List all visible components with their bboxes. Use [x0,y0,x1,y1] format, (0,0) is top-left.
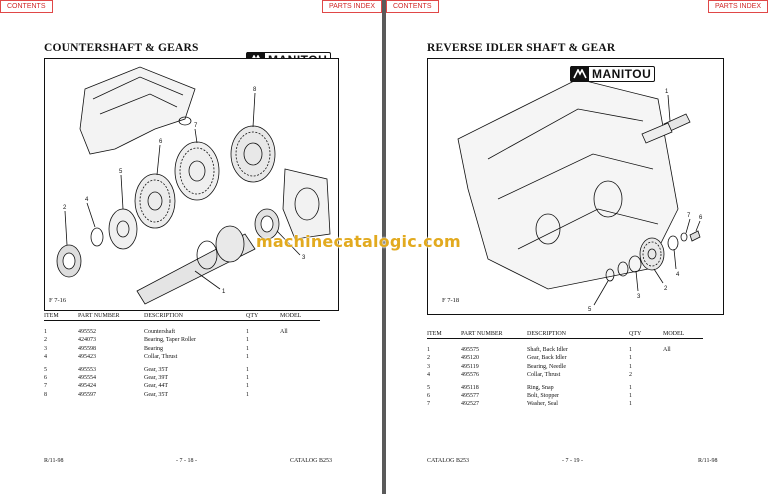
table-header: ITEM PART NUMBER DESCRIPTION QTY MODEL [44,313,320,321]
header-description: DESCRIPTION [527,331,567,337]
parts-index-button[interactable]: PARTS INDEX [321,0,382,13]
page-title: COUNTERSHAFT & GEARS [44,42,199,54]
callout-5: 5 [119,169,123,175]
parts-table: ITEM PART NUMBER DESCRIPTION QTY MODEL 1… [44,313,320,399]
footer-revision: R/11-98 [698,458,718,464]
manitou-logo-icon [571,66,589,82]
countershaft-drawing: 8 7 6 5 4 2 3 1 [56,66,331,305]
header-model: MODEL [663,331,685,337]
callout-1: 1 [665,89,669,95]
page-title: REVERSE IDLER SHAFT & GEAR [427,42,616,54]
callout-4: 4 [676,272,680,278]
header-qty: QTY [246,313,259,319]
footer-revision: R/11-98 [44,458,64,464]
header-part-number: PART NUMBER [461,331,503,337]
left-page: CONTENTS PARTS INDEX COUNTERSHAFT & GEAR… [0,0,382,494]
callout-6: 6 [699,215,703,221]
table-header: ITEM PART NUMBER DESCRIPTION QTY MODEL [427,331,703,339]
header-description: DESCRIPTION [144,313,184,319]
footer-page-number: - 7 - 18 - [176,458,197,464]
header-part-number: PART NUMBER [78,313,120,319]
header-item: ITEM [44,313,59,319]
countershaft-diagram: 8 7 6 5 4 2 3 1 F 7-16 [44,58,339,311]
contents-button[interactable]: CONTENTS [386,0,439,13]
callout-7: 7 [687,213,691,219]
footer-catalog: CATALOG B253 [427,458,470,464]
contents-button[interactable]: CONTENTS [0,0,53,13]
callout-8: 8 [253,87,257,93]
logo-text: MANITOU [592,67,652,81]
reverse-idler-drawing: 1 7 6 4 2 3 5 [457,78,703,313]
callout-3: 3 [302,255,306,261]
parts-table: ITEM PART NUMBER DESCRIPTION QTY MODEL 1… [427,331,703,409]
reverse-idler-diagram: 1 7 6 4 2 3 5 F 7-18 [427,58,724,315]
figure-label: F 7-18 [442,297,460,304]
right-page: CONTENTS PARTS INDEX REVERSE IDLER SHAFT… [386,0,768,494]
header-model: MODEL [280,313,302,319]
callout-1: 1 [222,289,226,295]
manitou-logo: MANITOU [570,66,656,82]
header-qty: QTY [629,331,642,337]
footer-page-number: - 7 - 19 - [562,458,583,464]
watermark: machinecatalogic.com [256,232,461,251]
callout-5: 5 [588,307,592,313]
parts-index-button[interactable]: PARTS INDEX [707,0,768,13]
footer-catalog: CATALOG B253 [290,458,333,464]
callout-6: 6 [159,139,163,145]
callout-7: 7 [194,123,198,129]
header-item: ITEM [427,331,442,337]
callout-3: 3 [637,294,641,300]
callout-4: 4 [85,197,89,203]
figure-label: F 7-16 [49,297,67,304]
callout-2: 2 [63,205,67,211]
callout-2: 2 [664,286,668,292]
